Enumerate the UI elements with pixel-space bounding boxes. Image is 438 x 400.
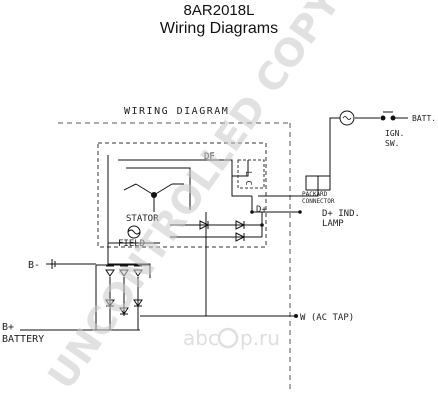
df-label: DF	[204, 152, 215, 162]
diode-icon	[235, 220, 246, 230]
rectifier-bridge	[105, 265, 143, 315]
logo-gear-icon	[217, 327, 239, 349]
field-coil-winding-icon	[127, 229, 141, 235]
lc-block	[237, 159, 265, 189]
diagram-heading: WIRING DIAGRAM	[124, 106, 229, 117]
junction-dots	[250, 210, 302, 318]
diode-icon	[235, 232, 246, 242]
part-number: 8AR2018L	[183, 2, 255, 19]
lc-label: L C	[244, 171, 253, 186]
lamp-label: LAMP	[322, 219, 344, 229]
ignition-contact-icon	[390, 115, 396, 121]
b-minus-label: B-	[28, 260, 40, 271]
diode-icon	[119, 269, 129, 277]
ground-icon	[51, 259, 56, 269]
sw-label: SW.	[385, 139, 399, 148]
logo-text: abc	[183, 326, 219, 350]
packard-label: PACKARD	[302, 191, 328, 198]
diode-icon	[133, 299, 143, 307]
output-diodes	[199, 220, 246, 242]
b-plus-label: B+	[2, 322, 14, 333]
ign-label: IGN.	[385, 129, 404, 138]
diode-icon	[105, 269, 115, 277]
diode-icon	[199, 220, 210, 230]
logo-suffix: p.ru	[240, 326, 280, 350]
d-plus-ind-label: D+ IND.	[322, 209, 360, 219]
battery-label: BATTERY	[2, 334, 44, 345]
ignition-contact-icon	[380, 115, 386, 121]
connector-label: CONNECTOR	[302, 198, 335, 205]
batt-label: BATT.	[412, 114, 436, 123]
stator-label: STATOR	[126, 214, 159, 224]
d-plus-label: D+	[256, 205, 267, 215]
field-label: FIELD	[118, 239, 145, 249]
site-logo: abc p.ru	[183, 326, 280, 350]
w-ac-tap-label: W (AC TAP)	[300, 313, 354, 323]
stator-center-node	[151, 192, 157, 198]
diode-icon	[133, 269, 143, 277]
diode-icon	[105, 299, 115, 307]
page-subtitle: Wiring Diagrams	[159, 20, 279, 37]
diode-icon	[119, 307, 129, 315]
regulator-box	[97, 142, 267, 248]
internal-wiring	[20, 117, 408, 331]
